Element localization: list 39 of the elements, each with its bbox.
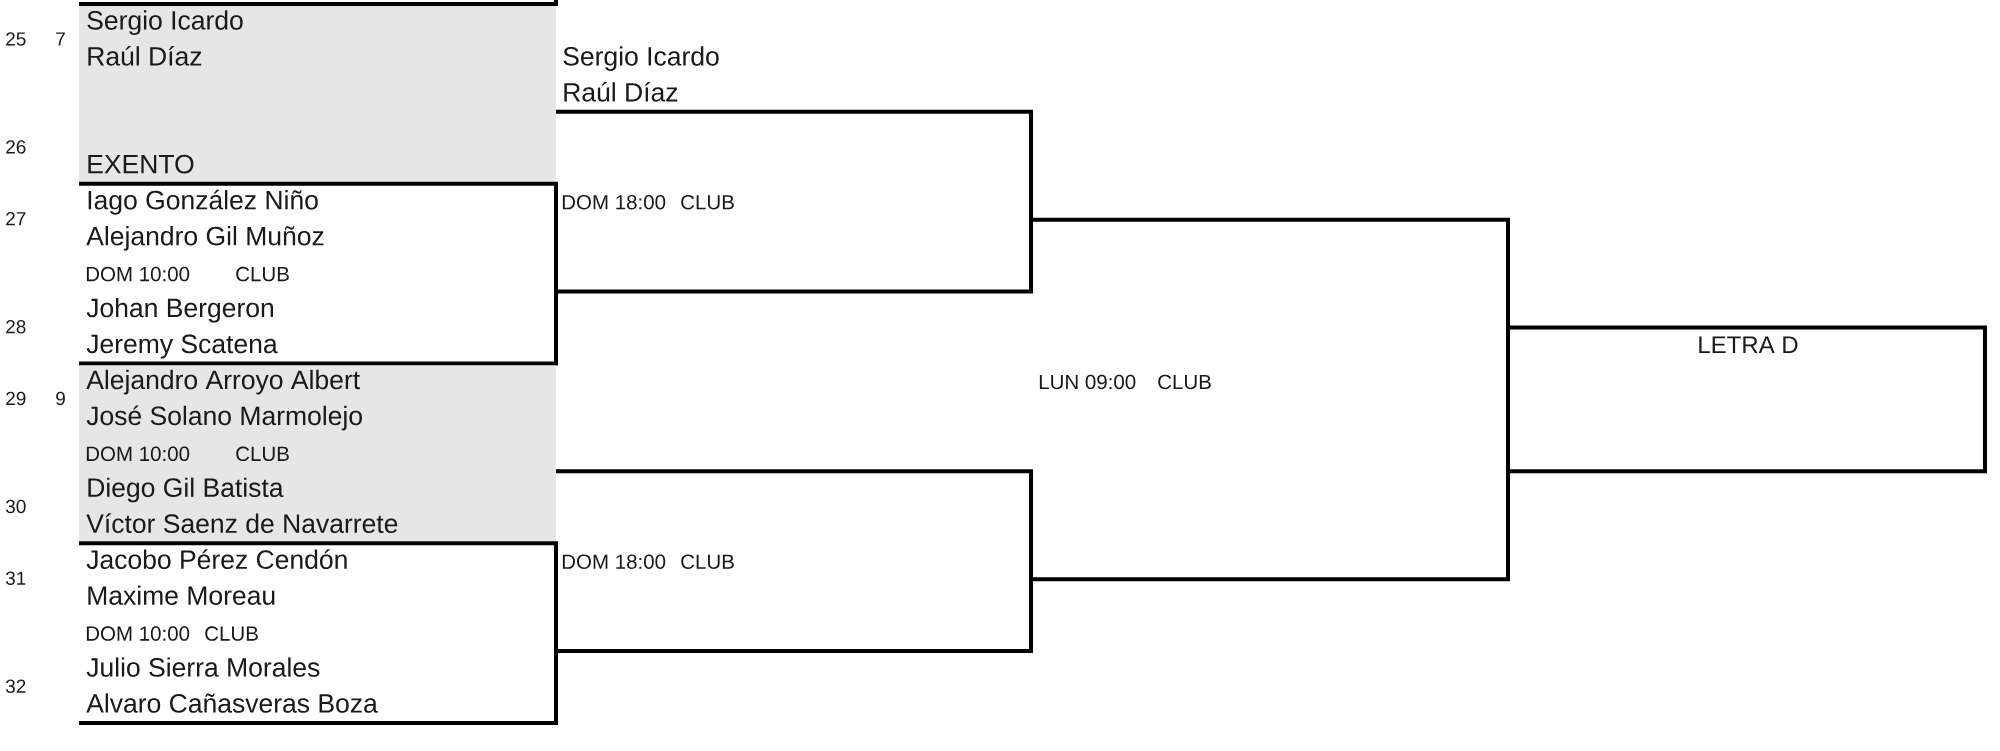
venue-label: CLUB	[236, 446, 289, 462]
row-number: 32	[5, 679, 26, 693]
match-time: DOM 18:00	[562, 554, 666, 569]
venue-label: CLUB	[205, 626, 258, 641]
match-time: DOM 18:00	[562, 194, 666, 210]
player-name: Raúl Díaz	[88, 45, 202, 66]
seed-number: 9	[56, 391, 65, 406]
match-time: DOM 10:00	[86, 446, 190, 462]
player-name: Jacobo Pérez Cendón	[86, 549, 347, 569]
match-time: DOM 10:00	[86, 266, 190, 282]
row-number: 28	[6, 320, 26, 334]
category-box: LETRA D	[1506, 325, 1987, 474]
player-name: Sergio Icardo	[87, 10, 243, 35]
venue-label: CLUB	[236, 266, 289, 282]
row-number: 27	[6, 212, 26, 226]
player-name: Alejandro Arroyo Albert	[86, 369, 360, 395]
row-number: 31	[5, 571, 26, 585]
venue-label: CLUB	[681, 194, 734, 210]
row-number: 25	[6, 32, 26, 46]
player-name: Julio Sierra Morales	[86, 657, 320, 677]
player-name: Víctor Saenz de Navarrete	[86, 513, 398, 534]
player-name: Maxime Moreau	[88, 585, 275, 605]
row-number: 29	[6, 391, 26, 406]
match-time: DOM 10:00	[86, 626, 190, 641]
player-name: Alejandro Gil Muñoz	[86, 226, 324, 251]
player-name: Sergio Icardo	[563, 46, 719, 71]
player-name: Raúl Díaz	[564, 81, 678, 102]
row-number: 26	[6, 140, 26, 154]
player-name: Alvaro Cañasveras Boza	[86, 693, 378, 713]
player-name: Johan Bergeron	[86, 297, 273, 323]
player-name: José Solano Marmolejo	[86, 405, 362, 431]
bye-label: EXENTO	[88, 154, 194, 174]
venue-label: CLUB	[1158, 374, 1211, 390]
match-time: LUN 09:00	[1039, 374, 1136, 390]
player-name: Jeremy Scatena	[86, 334, 278, 359]
player-name: Diego Gil Batista	[88, 477, 284, 503]
venue-label: CLUB	[681, 554, 734, 569]
player-name: Iago González Niño	[88, 189, 318, 215]
row-number: 30	[5, 499, 26, 514]
